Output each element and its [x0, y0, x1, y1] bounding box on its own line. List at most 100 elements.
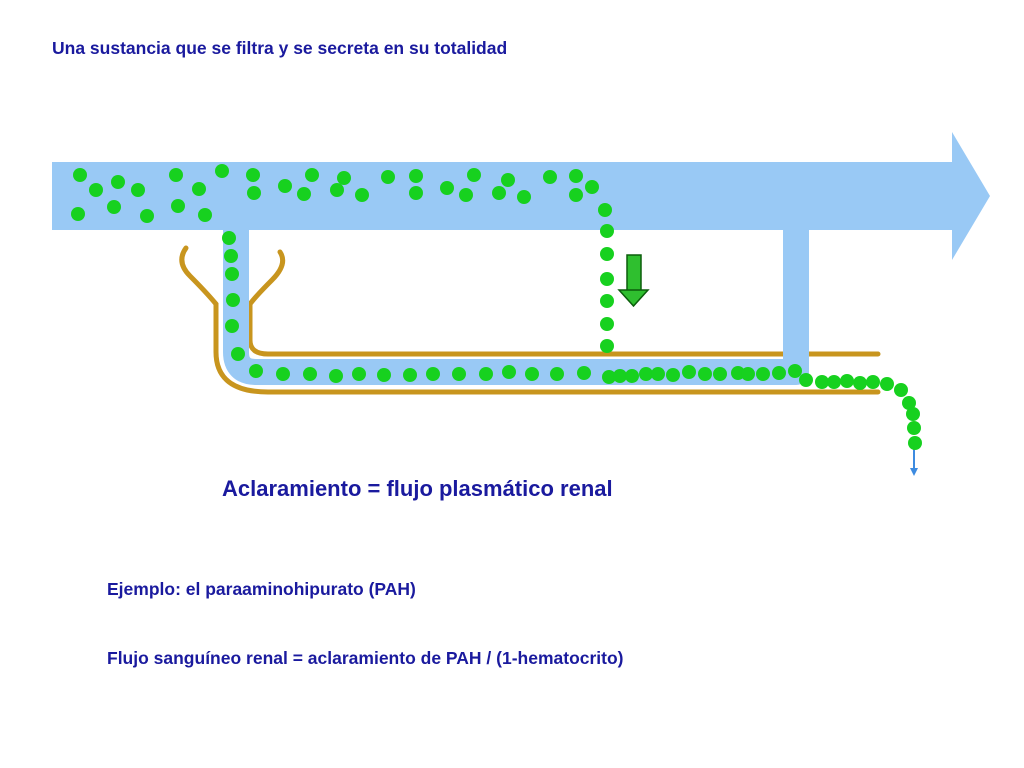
urine-drip-arrow-icon [910, 448, 918, 476]
pah-particle [600, 294, 614, 308]
pah-particle [409, 169, 423, 183]
pah-particle [600, 339, 614, 353]
pah-particle [827, 375, 841, 389]
pah-particle [840, 374, 854, 388]
pah-particle [906, 407, 920, 421]
pah-particle [467, 168, 481, 182]
pah-particle [278, 179, 292, 193]
pah-particle [598, 203, 612, 217]
pah-particle [426, 367, 440, 381]
pah-particle [225, 267, 239, 281]
pah-particle [866, 375, 880, 389]
pah-particle [329, 369, 343, 383]
pah-particle [169, 168, 183, 182]
pah-particle [330, 183, 344, 197]
pah-particle [297, 187, 311, 201]
pah-particle [111, 175, 125, 189]
bowman-capsule-inner [247, 249, 881, 357]
pah-particle [249, 364, 263, 378]
pah-particle [600, 224, 614, 238]
pah-particle [247, 186, 261, 200]
blood-flow-equation: Flujo sanguíneo renal = aclaramiento de … [107, 648, 624, 668]
pah-particle [377, 368, 391, 382]
pah-particle [908, 436, 922, 450]
pah-particle [71, 207, 85, 221]
pah-particle [492, 186, 506, 200]
pah-particle [741, 367, 755, 381]
bowman-capsule [179, 245, 881, 395]
pah-particle [815, 375, 829, 389]
pah-particle [131, 183, 145, 197]
pah-particle [355, 188, 369, 202]
pah-particle [224, 249, 238, 263]
pah-particle [502, 365, 516, 379]
pah-particle [880, 377, 894, 391]
pah-particle [799, 373, 813, 387]
pah-particle [613, 369, 627, 383]
pah-particle [577, 366, 591, 380]
pah-particle [73, 168, 87, 182]
pah-particle [452, 367, 466, 381]
pah-particle [501, 173, 515, 187]
pah-particle [352, 367, 366, 381]
pah-particle [682, 365, 696, 379]
pah-particle [585, 180, 599, 194]
pah-particle [381, 170, 395, 184]
pah-particle [276, 367, 290, 381]
pah-particle [409, 186, 423, 200]
pah-particle [225, 319, 239, 333]
pah-particle [231, 347, 245, 361]
pah-particle [222, 231, 236, 245]
pah-particle [907, 421, 921, 435]
pah-particle [569, 188, 583, 202]
pah-particle [171, 199, 185, 213]
pah-particle [305, 168, 319, 182]
pah-particle [756, 367, 770, 381]
pah-particle [303, 367, 317, 381]
pah-particle [140, 209, 154, 223]
pah-particle [639, 367, 653, 381]
efferent-corner-fill [784, 205, 808, 231]
pah-particles [71, 164, 922, 450]
pah-particle [89, 183, 103, 197]
vessels [52, 132, 990, 385]
slide-title: Una sustancia que se filtra y se secreta… [52, 38, 508, 58]
pah-particle [698, 367, 712, 381]
pah-particle [902, 396, 916, 410]
pah-particle [853, 376, 867, 390]
pah-particle [894, 383, 908, 397]
pah-particle [600, 317, 614, 331]
secretion-arrow-icon [617, 254, 650, 308]
pah-particle [625, 369, 639, 383]
pah-particle [602, 370, 616, 384]
pah-particle [772, 366, 786, 380]
pah-particle [192, 182, 206, 196]
pah-particle [226, 293, 240, 307]
afferent-vessel [223, 228, 809, 385]
afferent-corner-fill [223, 205, 247, 231]
pah-particle [403, 368, 417, 382]
pah-particle [215, 164, 229, 178]
pah-particle [246, 168, 260, 182]
pah-particle [459, 188, 473, 202]
pah-particle [543, 170, 557, 184]
pah-particle [713, 367, 727, 381]
pah-particle [600, 272, 614, 286]
pah-particle [666, 368, 680, 382]
pah-particle [337, 171, 351, 185]
pah-particle [198, 208, 212, 222]
pah-particle [479, 367, 493, 381]
pah-particle [550, 367, 564, 381]
pah-particle [788, 364, 802, 378]
pah-particle [569, 169, 583, 183]
pah-particle [525, 367, 539, 381]
pah-particle [651, 367, 665, 381]
pah-particle [440, 181, 454, 195]
pah-particle [517, 190, 531, 204]
pah-particle [600, 247, 614, 261]
clearance-formula: Aclaramiento = flujo plasmático renal [222, 476, 613, 501]
tubule [179, 245, 881, 395]
pah-particle [107, 200, 121, 214]
example-text: Ejemplo: el paraaminohipurato (PAH) [107, 579, 416, 599]
